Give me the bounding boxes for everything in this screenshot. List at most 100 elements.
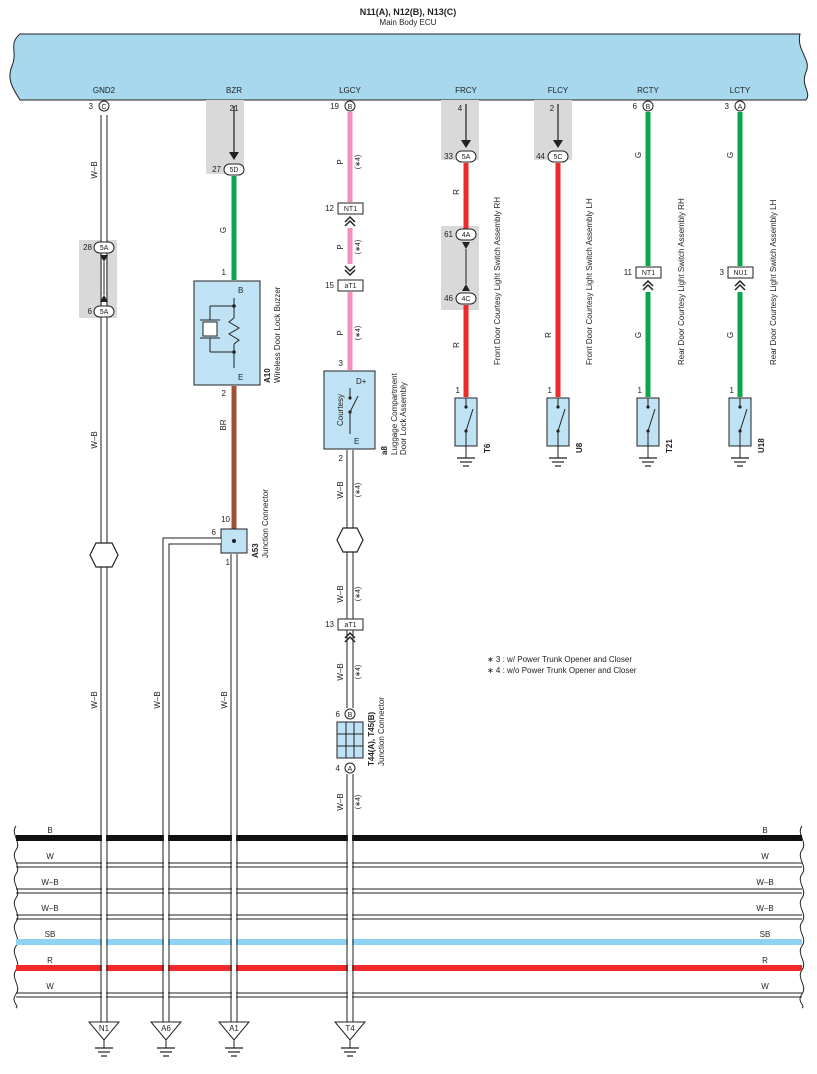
- harness-label-right-5: R: [762, 956, 768, 965]
- ecu-pin-labels: GND2 BZR LGCY FRCY FLCY RCTY LCTY: [93, 86, 751, 95]
- a8-code: a8: [380, 446, 389, 455]
- nu1-id: NU1: [733, 270, 747, 277]
- gnd2-wire-label-1: W–B: [90, 161, 99, 178]
- at1a-id: aT1: [344, 283, 356, 290]
- frcy-wire-r1: R: [452, 189, 461, 195]
- a8-pin-bot: 2: [339, 454, 344, 463]
- ecu-body: [9, 33, 809, 101]
- u18-code: U18: [757, 438, 766, 453]
- harness-label-right-4: SB: [760, 930, 771, 939]
- rcty-circuit: B 6 G NT1 11 G Rear Door Courtesy Light …: [624, 100, 686, 467]
- pin-label-gnd2: GND2: [93, 86, 116, 95]
- t44b-id: B: [348, 712, 353, 719]
- u18-name: Rear Door Courtesy Light Switch Assembly…: [769, 199, 778, 365]
- pin-label-frcy: FRCY: [455, 86, 477, 95]
- a10-pin-top: 1: [222, 268, 227, 277]
- c4a-pin: 61: [444, 230, 453, 239]
- harness-label-right-3: W–B: [756, 904, 773, 913]
- harness-label-right-2: W–B: [756, 878, 773, 887]
- ecu-title: N11(A), N12(B), N13(C): [360, 7, 457, 17]
- ground-terminals: N1 A6 A1 T4: [87, 1021, 367, 1057]
- lgcy-note-2: (∗4): [355, 240, 362, 254]
- at1b-id: aT1: [344, 622, 356, 629]
- frcy-circuit: 4 5A 33 R 4A 61 4C 46 R Front Door Court…: [444, 104, 502, 467]
- lgcy-wire-p3: P: [336, 330, 345, 335]
- pin-label-rcty: RCTY: [637, 86, 659, 95]
- harness-label-left-1: W: [46, 852, 54, 861]
- lgcy-wb-3: W–B: [336, 663, 345, 680]
- a8-name1: Luggage Compartment: [390, 372, 399, 455]
- nt1b-id: NT1: [642, 270, 655, 277]
- at1a-pin: 15: [325, 281, 334, 290]
- t6-pin: 1: [456, 386, 461, 395]
- c5c-id: 5C: [554, 154, 563, 161]
- c5d-id: 5D: [230, 167, 239, 174]
- t21-code: T21: [665, 439, 674, 453]
- c5a-bot-id: 5A: [100, 309, 109, 316]
- harness-bundle: B W W–B W–B SB R W B W W–B W–B SB R W: [13, 825, 805, 1022]
- flcy-circuit: 2 5C 44 R Front Door Courtesy Light Swit…: [536, 104, 594, 467]
- a10-term-b: B: [238, 286, 243, 295]
- harness-label-left-6: W: [46, 982, 54, 991]
- a53-code: A53: [251, 543, 260, 558]
- a10-code: A10: [263, 368, 272, 383]
- a8-name2: Door Lock Assembly: [399, 382, 408, 455]
- lgcy-note-7: (∗4): [355, 795, 362, 809]
- a8-term-d: D+: [356, 377, 367, 386]
- t44a-pin: 4: [336, 764, 341, 773]
- ecu-subtitle: Main Body ECU: [380, 18, 437, 27]
- t6-name: Front Door Courtesy Light Switch Assembl…: [493, 197, 502, 365]
- lcty-circuit: A 3 G NU1 3 G Rear Door Courtesy Light S…: [720, 100, 778, 467]
- bzr-wire-br: BR: [219, 419, 228, 430]
- t44b-pin: 6: [336, 710, 341, 719]
- lgcy-wire-p1: P: [336, 159, 345, 164]
- u18-pin: 1: [730, 386, 735, 395]
- a8-pin-top: 3: [339, 359, 344, 368]
- t21-name: Rear Door Courtesy Light Switch Assembly…: [677, 198, 686, 365]
- lgcy-circuit: B 19 P (∗4) NT1 12 P (∗4) aT1 15 P (∗4) …: [323, 100, 408, 1022]
- lgcy-wb-4: W–B: [336, 793, 345, 810]
- t44-code: T44(A), T45(B): [367, 711, 376, 766]
- gnd2-conn: C: [101, 104, 106, 111]
- a53-name: Junction Connector: [261, 489, 270, 558]
- c5a-fr-id: 5A: [462, 154, 471, 161]
- notes: ∗ 3 : w/ Power Trunk Opener and Closer ∗…: [487, 655, 637, 675]
- c4c-id: 4C: [462, 296, 471, 303]
- nu1-pin: 3: [720, 268, 725, 277]
- c4c-pin: 46: [444, 294, 453, 303]
- lgcy-wb-1: W–B: [336, 481, 345, 498]
- lgcy-conn: B: [348, 104, 353, 111]
- u8-code: U8: [575, 442, 584, 453]
- c5a-fr-pin: 33: [444, 152, 453, 161]
- a53-pin1: 1: [226, 558, 231, 567]
- c5a-top-id: 5A: [100, 245, 109, 252]
- note-4: ∗ 4 : w/o Power Trunk Opener and Closer: [487, 666, 637, 675]
- lcty-pin: 3: [725, 102, 730, 111]
- gnd2-wire-label-2: W–B: [90, 431, 99, 448]
- lgcy-wire-p2: P: [336, 244, 345, 249]
- c5a-top-pin: 28: [83, 243, 92, 252]
- nt1a-pin: 12: [325, 204, 334, 213]
- lgcy-note-6: (∗4): [355, 665, 362, 679]
- ground-t4: T4: [345, 1024, 355, 1033]
- harness-label-left-2: W–B: [41, 878, 58, 887]
- harness-label-left-0: B: [47, 826, 52, 835]
- rcty-wire-g1: G: [634, 152, 643, 158]
- ground-n1: N1: [99, 1024, 110, 1033]
- harness-label-right-6: W: [761, 982, 769, 991]
- pin-label-lgcy: LGCY: [339, 86, 361, 95]
- gnd2-pin-circle: [98, 100, 110, 112]
- u8-name: Front Door Courtesy Light Switch Assembl…: [585, 198, 594, 365]
- c5a-bot-pin: 6: [88, 307, 93, 316]
- harness-label-left-5: R: [47, 956, 53, 965]
- gnd2-pin: 3: [89, 102, 94, 111]
- lgcy-note-1: (∗4): [355, 155, 362, 169]
- pin-label-bzr: BZR: [226, 86, 242, 95]
- a1-wire-label: W–B: [220, 691, 229, 708]
- rcty-pin: 6: [633, 102, 638, 111]
- lgcy-wb-2: W–B: [336, 585, 345, 602]
- t44a-id: A: [348, 766, 353, 773]
- bzr-wire-g: G: [219, 227, 228, 233]
- nt1b-pin: 11: [624, 268, 633, 277]
